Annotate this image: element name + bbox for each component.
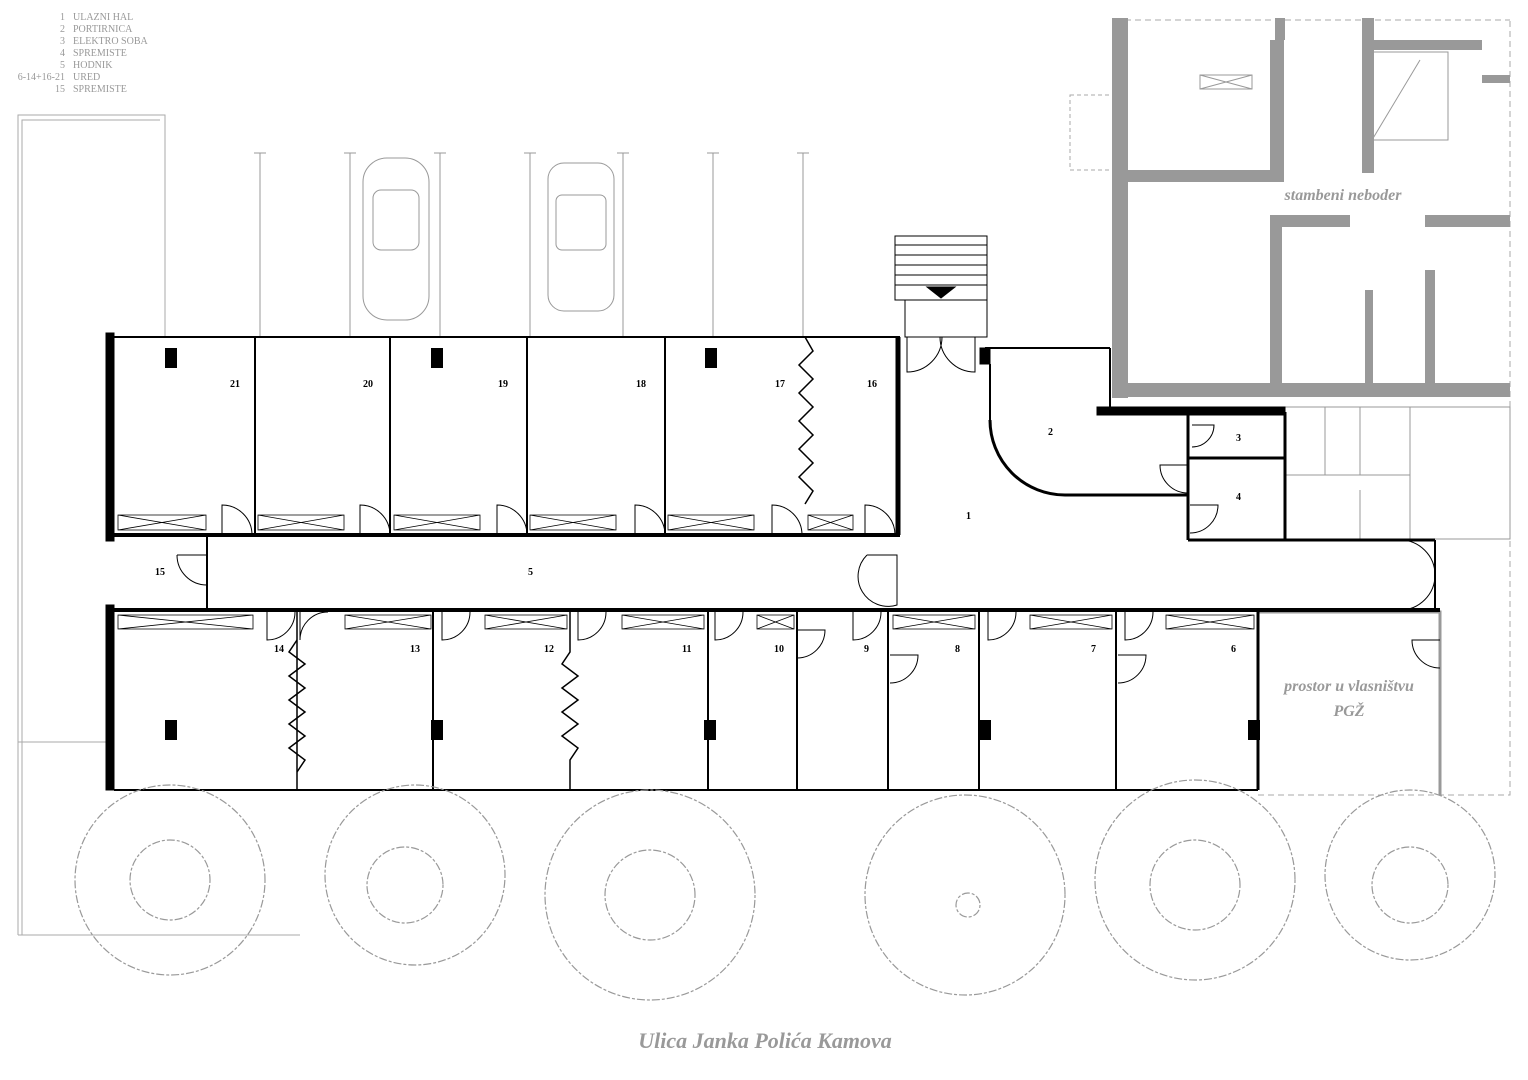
legend-num: 5 bbox=[60, 60, 65, 71]
legend-name: ELEKTRO SOBA bbox=[73, 36, 148, 47]
room-label-9: 9 bbox=[864, 644, 869, 655]
room-label-5: 5 bbox=[528, 567, 533, 578]
legend-num: 6-14+16-21 bbox=[17, 72, 65, 83]
room-label-7: 7 bbox=[1091, 644, 1096, 655]
residential-building bbox=[1112, 18, 1510, 398]
tree-icons bbox=[74, 779, 1496, 1001]
legend-num: 1 bbox=[60, 12, 65, 23]
columns bbox=[165, 348, 1260, 740]
pgz-label-line2: PGŽ bbox=[1332, 701, 1364, 720]
legend-name: PORTIRNICA bbox=[73, 24, 133, 35]
room-label-13: 13 bbox=[410, 644, 420, 655]
parking-lines bbox=[254, 152, 809, 337]
car-icon bbox=[362, 157, 615, 321]
legend-num: 15 bbox=[55, 84, 65, 95]
room-label-6: 6 bbox=[1231, 644, 1236, 655]
pgz-label-line1: prostor u vlasništvu bbox=[1282, 678, 1414, 695]
room-label-14: 14 bbox=[274, 644, 284, 655]
room-label-1: 1 bbox=[966, 511, 971, 522]
residential-label: stambeni neboder bbox=[1284, 187, 1403, 204]
room-label-15: 15 bbox=[155, 567, 165, 578]
cabinets bbox=[117, 514, 1255, 630]
legend-num: 4 bbox=[60, 48, 65, 59]
room-label-19: 19 bbox=[498, 379, 508, 390]
room-label-4: 4 bbox=[1236, 492, 1241, 503]
legend-name: SPREMISTE bbox=[73, 84, 127, 95]
room-label-3: 3 bbox=[1236, 433, 1241, 444]
office-walls bbox=[105, 332, 1440, 791]
legend-name: SPREMISTE bbox=[73, 48, 127, 59]
residential-stair bbox=[1199, 51, 1449, 141]
room-label-16: 16 bbox=[867, 379, 877, 390]
room-label-17: 17 bbox=[775, 379, 785, 390]
doors[interactable] bbox=[176, 336, 1441, 684]
legend-num: 2 bbox=[60, 24, 65, 35]
room-label-18: 18 bbox=[636, 379, 646, 390]
entrance-stairs bbox=[894, 235, 988, 338]
room-label-20: 20 bbox=[363, 379, 373, 390]
room-label-21: 21 bbox=[230, 379, 240, 390]
legend-num: 3 bbox=[60, 36, 65, 47]
room-label-10: 10 bbox=[774, 644, 784, 655]
legend-name: ULAZNI HAL bbox=[73, 12, 134, 23]
room-label-11: 11 bbox=[682, 644, 691, 655]
room-labels: 21 20 19 18 17 16 15 5 14 13 12 11 10 9 … bbox=[155, 379, 1241, 655]
street-name: Ulica Janka Polića Kamova bbox=[638, 1028, 892, 1053]
sanitary-block bbox=[1284, 406, 1511, 540]
room-label-8: 8 bbox=[955, 644, 960, 655]
room-label-12: 12 bbox=[544, 644, 554, 655]
legend-name: URED bbox=[73, 72, 101, 83]
legend-name: HODNIK bbox=[73, 60, 113, 71]
room-label-2: 2 bbox=[1048, 427, 1053, 438]
